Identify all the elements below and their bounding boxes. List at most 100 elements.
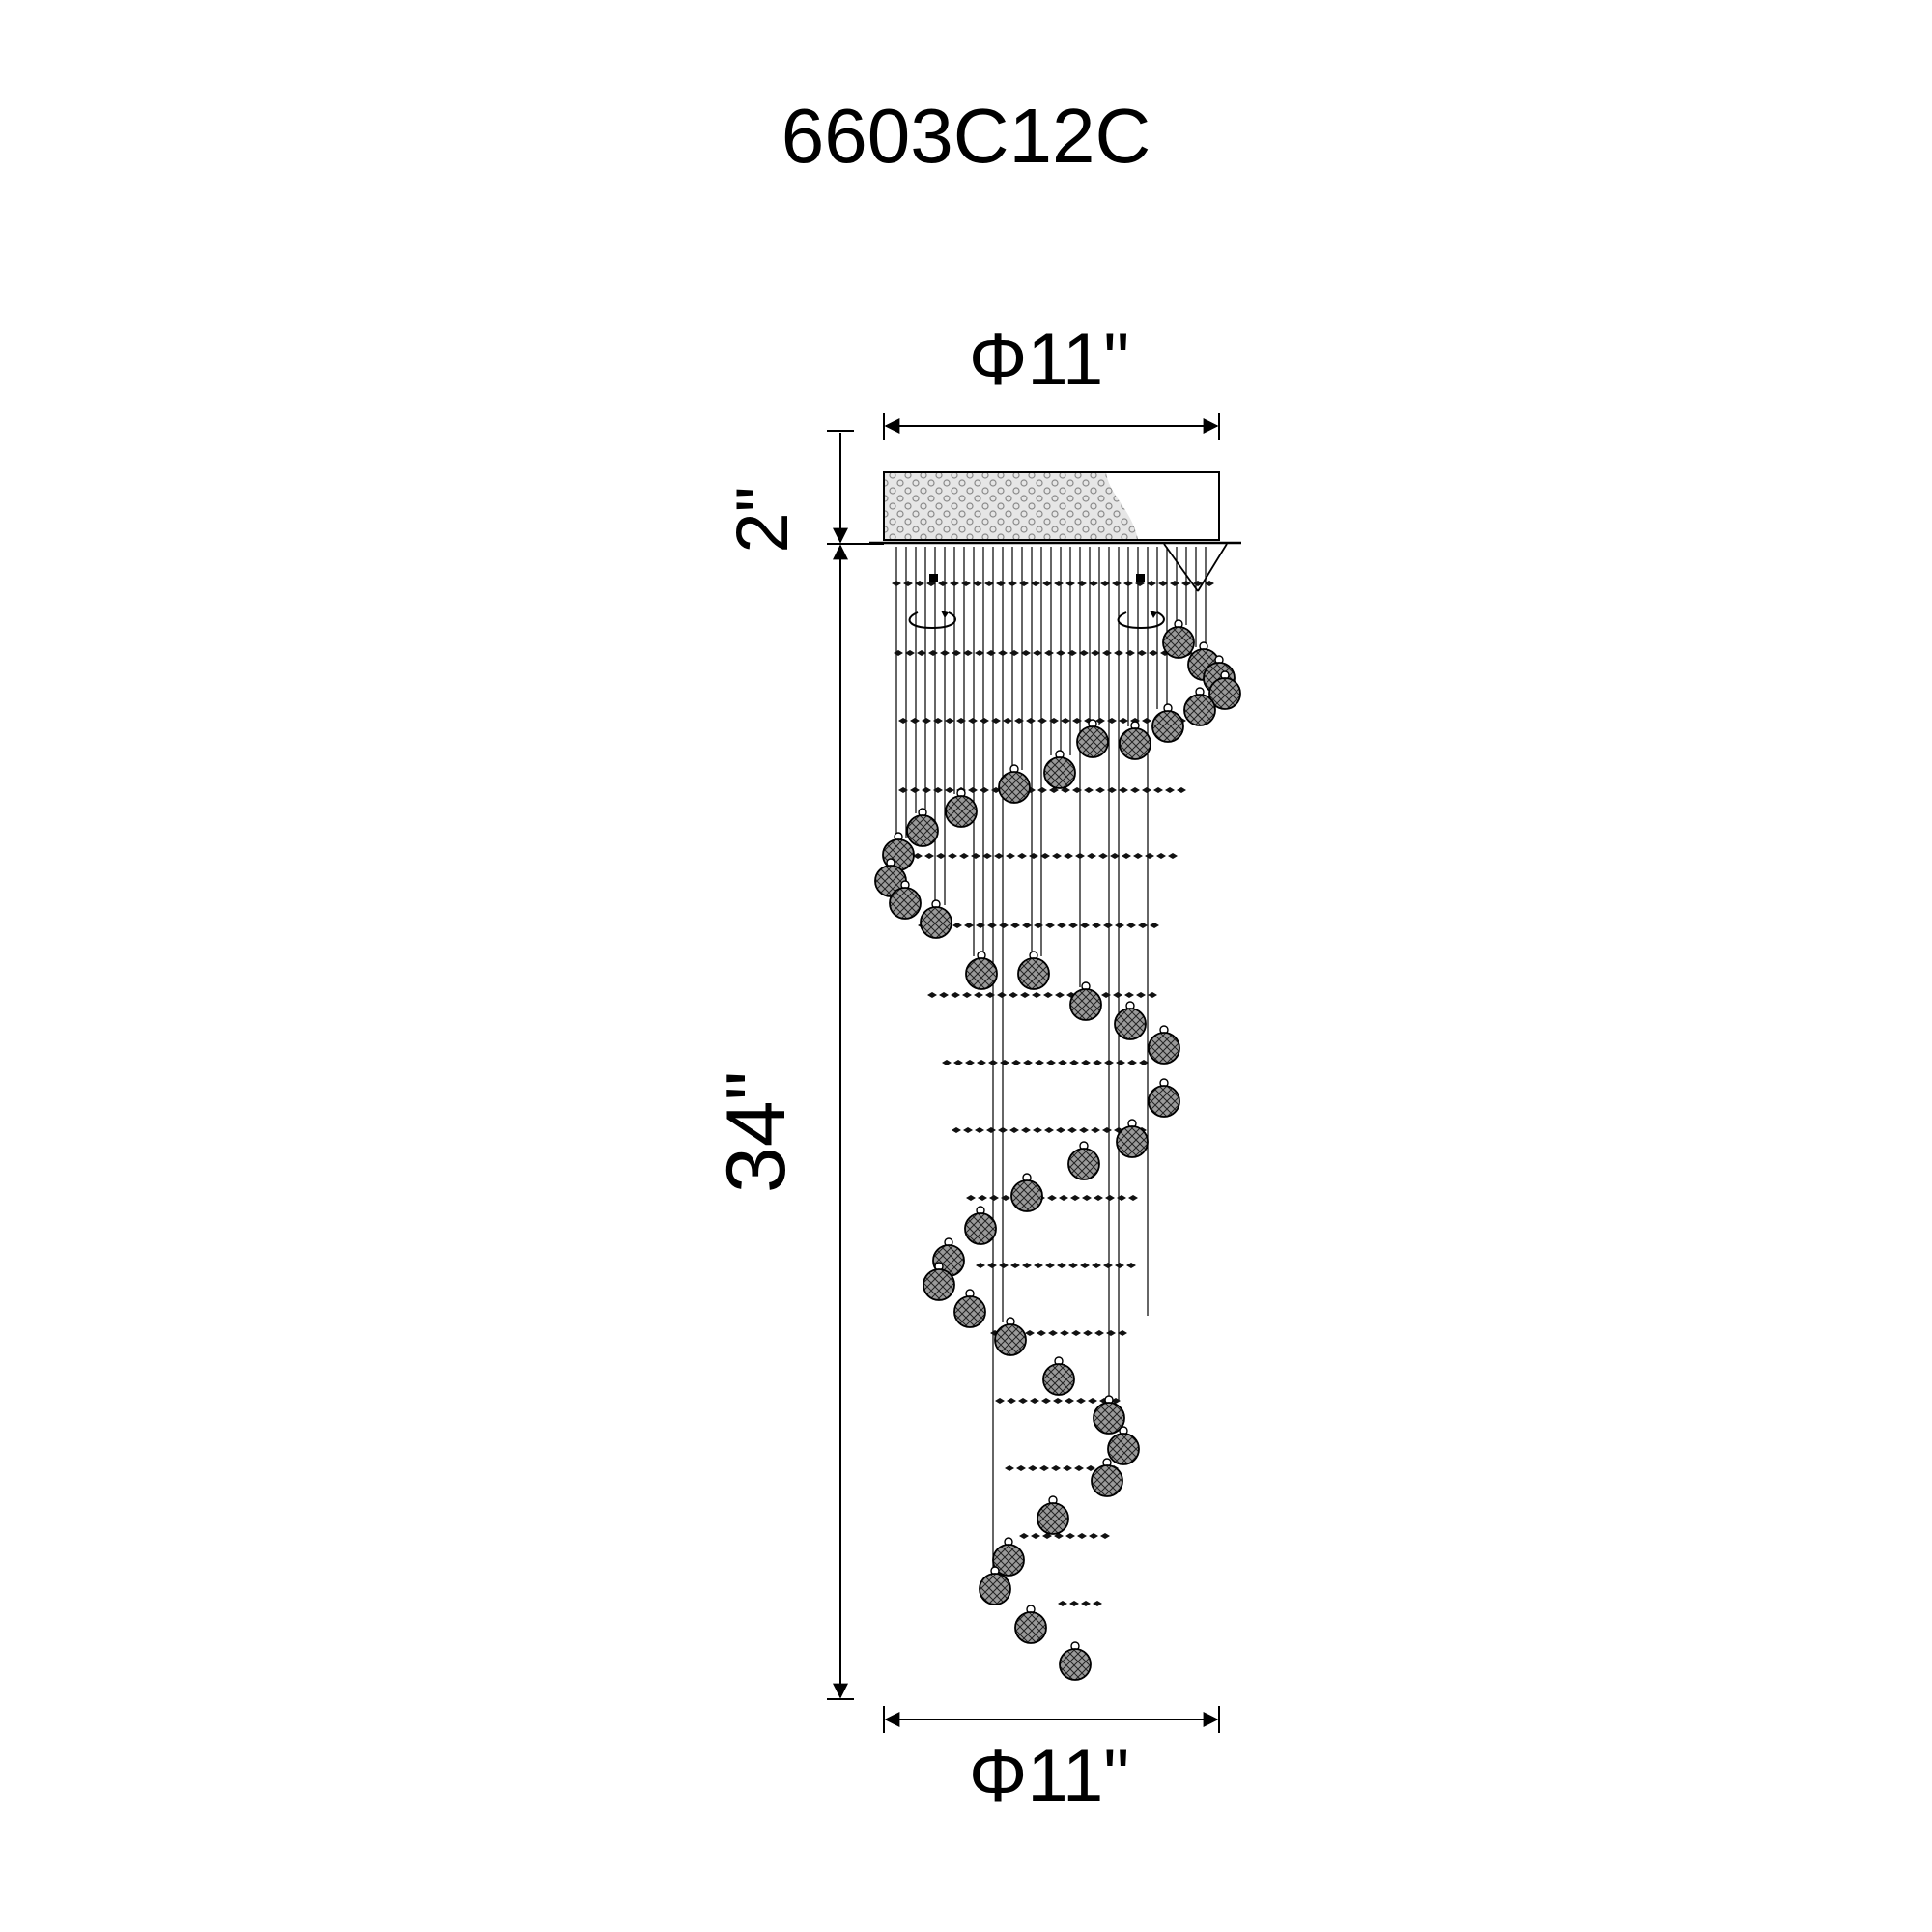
crystal-bead — [1170, 581, 1179, 586]
crystal-bead — [1037, 787, 1047, 793]
crystal-bead — [1069, 1601, 1079, 1606]
crystal-bead — [1077, 1533, 1087, 1539]
bottom-diameter-label: Φ11" — [969, 1735, 1130, 1817]
crystal-bead — [1107, 787, 1117, 793]
crystal-bead — [1112, 581, 1122, 586]
crystal-bead — [1114, 650, 1123, 656]
crystal-bead — [1092, 1263, 1101, 1268]
crystal-bead — [894, 650, 903, 656]
crystal-ball — [1093, 1402, 1125, 1435]
crystal-bead — [928, 650, 938, 656]
crystal-bead — [1003, 718, 1012, 724]
crystal-bead — [998, 650, 1008, 656]
crystal-bead — [975, 1127, 984, 1133]
crystal-bead — [940, 650, 950, 656]
crystal-bead — [963, 1127, 973, 1133]
crystal-bead — [1091, 650, 1100, 656]
crystal-bead — [927, 992, 937, 998]
crystal-bead — [1137, 650, 1147, 656]
crystal-bead — [1057, 1263, 1066, 1268]
crystal-bead — [996, 581, 1006, 586]
crystal-bead — [1113, 992, 1122, 998]
crystal-bead — [933, 787, 943, 793]
crystal-bead — [1000, 1060, 1009, 1065]
crystal-bead — [1079, 650, 1089, 656]
crystal-bead — [1032, 992, 1041, 998]
crystal-ball — [1091, 1464, 1123, 1497]
crystal-bead — [974, 992, 983, 998]
crystal-bead — [938, 581, 948, 586]
crystal-bead — [1077, 581, 1087, 586]
crystal-bead — [933, 718, 943, 724]
crystal-ball — [1151, 710, 1184, 743]
crystal-bead — [1104, 1060, 1114, 1065]
crystal-bead — [1020, 992, 1030, 998]
crystal-bead — [1205, 581, 1214, 586]
crystal-bead — [1037, 1330, 1046, 1336]
crystal-bead — [1022, 1263, 1032, 1268]
crystal-bead — [950, 581, 959, 586]
crystal-ball — [889, 887, 922, 920]
crystal-bead — [994, 853, 1004, 859]
crystal-bead — [1119, 718, 1128, 724]
crystal-ball — [1208, 677, 1241, 710]
crystal-bead — [1040, 853, 1050, 859]
crystal-bead — [1009, 1127, 1019, 1133]
crystal-bead — [986, 1127, 996, 1133]
crystal-bead — [1031, 1533, 1040, 1539]
crystal-bead — [1070, 1195, 1080, 1201]
crystal-bead — [1079, 1127, 1089, 1133]
crystal-bead — [903, 581, 913, 586]
crystal-ball — [1059, 1648, 1092, 1681]
crystal-bead — [1092, 923, 1101, 928]
crystal-ball — [1010, 1179, 1043, 1212]
crystal-bead — [905, 650, 915, 656]
crystal-bead — [980, 787, 989, 793]
crystal-bead — [922, 787, 931, 793]
crystal-bead — [1117, 1195, 1126, 1201]
crystal-bead — [1056, 1127, 1065, 1133]
crystal-ball — [953, 1295, 986, 1328]
crystal-ball — [998, 771, 1031, 804]
crystal-bead — [1081, 1601, 1091, 1606]
crystal-bead — [978, 1195, 987, 1201]
crystal-bead — [1075, 853, 1085, 859]
crystal-bead — [1067, 650, 1077, 656]
crystal-bead — [1102, 1127, 1112, 1133]
crystal-bead — [1030, 1398, 1039, 1404]
crystal-bead — [1110, 853, 1120, 859]
crystal-bead — [1074, 1465, 1084, 1471]
crystal-bead — [1142, 787, 1151, 793]
rotation-mount-icon — [908, 574, 1165, 630]
crystal-bead — [966, 1195, 976, 1201]
crystal-bead — [1042, 581, 1052, 586]
crystal-ball — [1183, 694, 1216, 726]
crystal-bead — [1060, 1330, 1069, 1336]
crystal-bead — [1095, 718, 1105, 724]
crystal-bead — [968, 718, 978, 724]
crystal-bead — [1059, 1195, 1068, 1201]
crystal-bead — [1043, 992, 1053, 998]
crystal-ball — [964, 1212, 997, 1245]
crystal-bead — [1156, 853, 1166, 859]
top-diameter-dimension: Φ11" — [883, 319, 1220, 440]
crystal-ball — [1067, 1148, 1100, 1180]
crystal-ball — [1162, 626, 1195, 659]
crystal-bead — [1006, 853, 1015, 859]
crystal-bead — [1007, 1398, 1016, 1404]
crystal-bead — [1026, 718, 1036, 724]
crystal-bead — [1116, 1060, 1125, 1065]
crystal-bead — [1100, 581, 1110, 586]
crystal-bead — [1068, 923, 1078, 928]
crystal-spiral-fixture — [874, 547, 1241, 1681]
crystal-bead — [971, 853, 980, 859]
crystal-bead — [1119, 787, 1128, 793]
crystal-bead — [1017, 853, 1027, 859]
crystal-bead — [1016, 1465, 1026, 1471]
crystal-bead — [1061, 718, 1070, 724]
crystal-ball — [992, 1544, 1025, 1577]
crystal-bead — [959, 853, 969, 859]
crystal-bead — [980, 718, 989, 724]
crystal-ball — [1076, 725, 1109, 758]
crystal-bead — [1045, 1263, 1055, 1268]
